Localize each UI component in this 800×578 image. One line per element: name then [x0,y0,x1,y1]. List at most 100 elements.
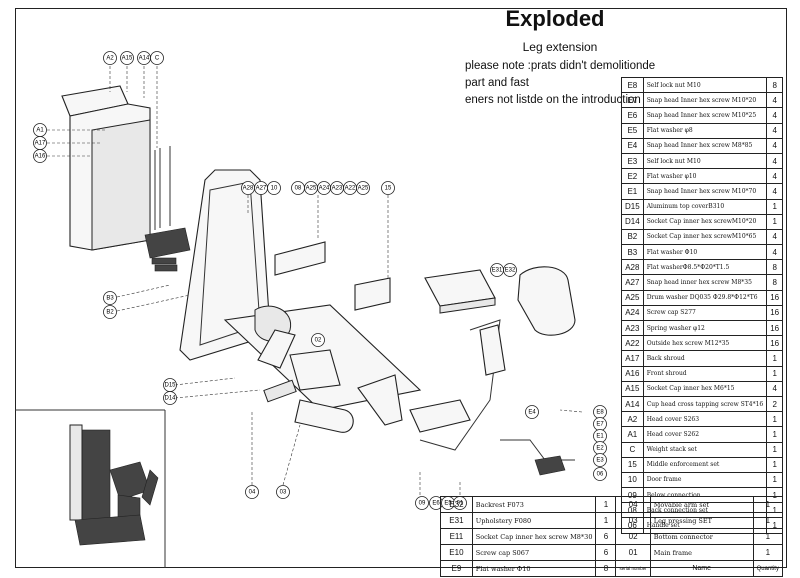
part-qty: 8 [766,76,784,94]
document-subtitle: Leg extension [522,40,598,54]
part-code: A24 [621,304,644,322]
part-name: Middle enforcement set [642,456,768,473]
callout-a23: A23 [330,181,344,195]
part-qty: 4 [766,137,784,154]
callout-e3: E3 [593,453,607,467]
svg-text:E2: E2 [596,446,604,452]
callout-10: 10 [267,181,281,195]
svg-text:A28: A28 [243,186,254,192]
part-l_qty: 1 [595,496,617,513]
callout-a28: A28 [241,181,255,195]
part-r_code: 01 [615,544,651,561]
part-r_code: 03 [615,512,651,529]
svg-text:E31: E31 [492,268,503,274]
part-code: A22 [621,335,644,352]
callout-a27: A27 [254,181,268,195]
part-name: Outside hex screw M12*35 [642,335,768,352]
svg-text:A22: A22 [345,186,356,192]
part-code: A25 [621,289,644,306]
product-thumbnail [15,409,166,568]
svg-text:E4: E4 [528,410,536,416]
part-l_qty: 1 [595,512,617,529]
callout-a15: A15 [120,51,134,65]
callout-a2: A2 [103,51,117,65]
callout-e7: E7 [593,417,607,431]
svg-text:B2: B2 [106,310,114,316]
svg-text:D15: D15 [164,383,176,389]
part-r_name: Movable arm set [649,496,754,513]
part-name: Cup head cross tapping screw ST4*16 [642,395,768,413]
callout-a22: A22 [343,181,357,195]
document-title: Exploded [505,6,605,31]
svg-text:E1: E1 [596,434,604,440]
note-line-1: please note :prats didn't demolitionde p… [465,60,656,89]
part-l_name: Flat washer Φ10 [471,560,597,577]
header-name: Name [649,560,754,577]
part-name: Socket Cap inner hex M6*15 [642,380,768,397]
svg-text:A16: A16 [35,154,46,160]
part-qty: 4 [766,183,784,200]
part-name: Back shroud [642,350,768,367]
callout-02: 02 [311,333,325,347]
callout-e8: E8 [593,405,607,419]
callout-a24: A24 [317,181,331,195]
part-l_qty: 6 [595,528,617,545]
part-l_name: Backrest F073 [471,496,597,513]
svg-text:02: 02 [315,338,322,344]
part-qty: 4 [766,168,784,185]
part-name: Aluminum top coverB310 [642,198,768,215]
svg-text:A14: A14 [139,56,150,62]
part-qty: 4 [766,107,784,124]
callout-e32: E32 [503,263,517,277]
callout-b2: B2 [103,305,117,319]
part-code: 15 [621,456,644,473]
callout-a25: A25 [304,181,318,195]
part-qty: 1 [766,471,784,489]
weight-stack-tower [61,85,191,272]
part-r_qty: 1 [752,544,784,561]
part-qty: 1 [766,350,784,367]
part-qty: 8 [766,274,784,291]
part-name: Door frame [642,471,768,489]
svg-text:A23: A23 [332,186,343,192]
part-code: D15 [621,198,644,215]
callout-e31: E31 [490,263,504,277]
part-qty: 4 [766,380,784,397]
part-l_qty: 6 [595,544,617,561]
part-r_code: 02 [615,528,651,545]
part-qty: 4 [766,228,784,246]
callout-04: 04 [245,485,259,499]
part-code: A27 [621,274,644,291]
svg-text:A1: A1 [36,128,44,134]
part-code: E5 [621,122,644,139]
part-l_code: E31 [440,512,473,529]
leader-lines [47,66,583,505]
part-qty: 8 [766,259,784,276]
callout-e2: E2 [593,441,607,455]
part-name: Self lock nut M10 [642,76,768,94]
callout-c: C [150,51,164,65]
part-code: A14 [621,395,644,413]
part-code: A28 [621,259,644,276]
part-qty: 1 [766,213,784,230]
svg-text:E8: E8 [596,410,604,416]
callout-e4: E4 [525,405,539,419]
svg-text:06: 06 [597,472,604,478]
part-l_name: Upholstery F080 [471,512,597,529]
